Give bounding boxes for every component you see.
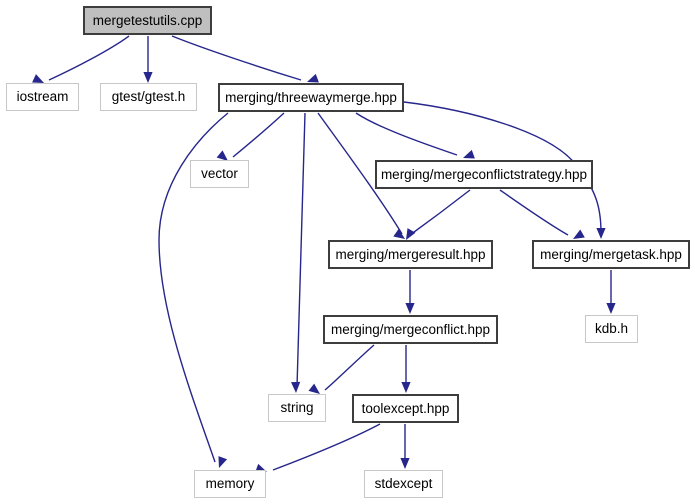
node-label-kdb: kdb.h: [594, 321, 629, 337]
arrowhead-mergeresult-to-mergeconflict: [405, 303, 415, 314]
node-mergeconflictstrategy[interactable]: merging/mergeconflictstrategy.hpp: [375, 160, 593, 189]
arrowhead-mergetask-to-kdb: [606, 303, 616, 314]
node-string[interactable]: string: [268, 394, 326, 422]
arrowhead-mergeconflictstrategy-to-mergetask: [573, 229, 585, 239]
node-label-mergeresult: merging/mergeresult.hpp: [335, 246, 486, 262]
node-label-mergetask: merging/mergetask.hpp: [540, 246, 682, 262]
arrowhead-threewaymerge-to-memory: [218, 456, 228, 468]
arrowhead-mergeconflict-to-toolexcept: [401, 382, 411, 393]
node-stdexcept[interactable]: stdexcept: [364, 470, 443, 498]
node-label-mergeconflict: merging/mergeconflict.hpp: [330, 321, 491, 337]
arrowhead-toolexcept-to-stdexcept: [400, 458, 410, 469]
node-mergetestutils[interactable]: mergetestutils.cpp: [83, 6, 212, 35]
node-label-gtest: gtest/gtest.h: [111, 89, 186, 105]
node-label-iostream: iostream: [16, 89, 69, 105]
arrowhead-threewaymerge-to-vector: [216, 150, 228, 161]
node-label-memory: memory: [205, 476, 255, 492]
node-label-mergetestutils: mergetestutils.cpp: [92, 12, 203, 28]
node-mergetask[interactable]: merging/mergetask.hpp: [532, 240, 690, 269]
node-label-threewaymerge: merging/threewaymerge.hpp: [225, 89, 397, 105]
node-kdb[interactable]: kdb.h: [585, 315, 638, 343]
node-label-stdexcept: stdexcept: [374, 476, 433, 492]
edge-mergeconflictstrategy-to-mergetask: [499, 189, 569, 236]
node-vector[interactable]: vector: [190, 160, 249, 188]
arrowhead-mergetestutils-to-iostream: [32, 74, 44, 83]
edge-toolexcept-to-memory: [272, 423, 381, 471]
node-gtest[interactable]: gtest/gtest.h: [100, 83, 197, 111]
edge-threewaymerge-to-mergeresult: [317, 112, 403, 235]
edge-mergeconflict-to-string: [324, 344, 375, 391]
edge-mergetestutils-to-threewaymerge: [171, 35, 302, 81]
arrowhead-threewaymerge-to-mergetask: [596, 228, 606, 239]
edge-threewaymerge-to-vector: [232, 112, 285, 158]
edge-threewaymerge-to-mergetask: [403, 101, 602, 234]
node-label-string: string: [280, 400, 314, 416]
arrowhead-mergeconflict-to-string: [308, 383, 320, 394]
arrowhead-mergetestutils-to-threewaymerge: [307, 73, 319, 83]
node-mergeresult[interactable]: merging/mergeresult.hpp: [328, 240, 493, 269]
node-threewaymerge[interactable]: merging/threewaymerge.hpp: [218, 83, 404, 112]
node-label-toolexcept: toolexcept.hpp: [361, 400, 450, 416]
edge-threewaymerge-to-mergeconflictstrategy: [355, 112, 458, 156]
edge-mergeconflictstrategy-to-mergeresult: [409, 189, 471, 236]
edge-mergetestutils-to-iostream: [48, 35, 130, 81]
arrowhead-threewaymerge-to-mergeconflictstrategy: [463, 149, 475, 159]
edge-threewaymerge-to-memory: [158, 112, 229, 463]
node-label-mergeconflictstrategy: merging/mergeconflictstrategy.hpp: [380, 166, 588, 182]
node-toolexcept[interactable]: toolexcept.hpp: [352, 394, 459, 423]
edge-threewaymerge-to-string: [296, 112, 306, 388]
arrowhead-mergeconflictstrategy-to-mergeresult: [393, 228, 405, 239]
arrowhead-mergetestutils-to-gtest: [143, 72, 153, 83]
node-label-vector: vector: [201, 166, 238, 182]
node-mergeconflict[interactable]: merging/mergeconflict.hpp: [323, 315, 498, 344]
node-iostream[interactable]: iostream: [6, 83, 79, 111]
node-memory[interactable]: memory: [194, 470, 266, 498]
arrowhead-threewaymerge-to-string: [291, 381, 301, 393]
